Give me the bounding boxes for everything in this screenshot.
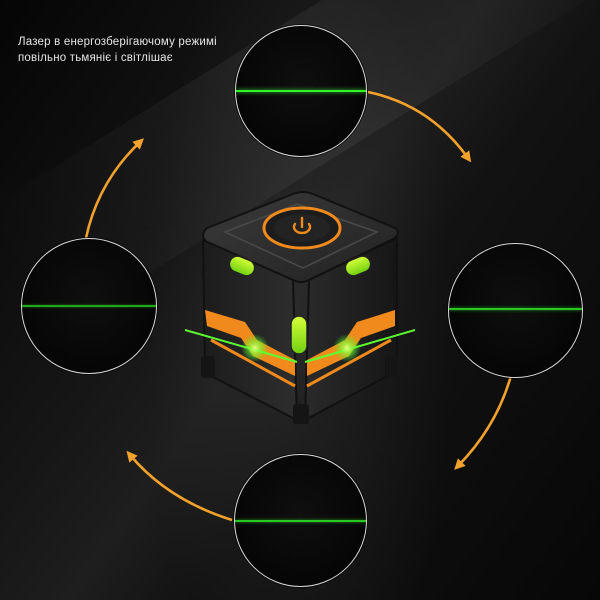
laser-line-right (449, 308, 582, 310)
bubble-level-icon (344, 255, 372, 277)
laser-line-top (236, 90, 366, 92)
bubble-level-icon (290, 315, 308, 355)
energy-saving-caption: Лазер в енергозберігаючому режимі повіль… (18, 34, 248, 66)
laser-line-left (22, 305, 156, 307)
bubble-level-icon (228, 255, 256, 277)
arrow-top-to-right (367, 90, 472, 163)
laser-emitter-right (333, 334, 361, 362)
laser-beam-left (185, 329, 298, 363)
corner-bumper (293, 404, 309, 424)
laser-level-cube (185, 191, 415, 424)
laser-view-top (235, 25, 367, 157)
laser-view-left (21, 238, 157, 374)
arrow-right-to-bottom (454, 371, 514, 470)
laser-view-bottom (234, 454, 367, 587)
corner-bumper (385, 356, 399, 378)
caption-line-1: Лазер в енергозберігаючому режимі (18, 36, 217, 48)
laser-view-right (448, 243, 583, 378)
power-icon (292, 216, 312, 235)
laser-emitter-left (241, 334, 269, 362)
caption-line-2: повільно тьмяніє і світлішає (18, 52, 173, 64)
laser-line-bottom (235, 520, 366, 522)
arrow-bottom-to-left (126, 450, 233, 522)
arrow-left-to-top (84, 138, 144, 239)
corner-bumper (201, 356, 215, 378)
left-lower-accent (210, 338, 296, 388)
right-lower-accent (306, 338, 392, 388)
